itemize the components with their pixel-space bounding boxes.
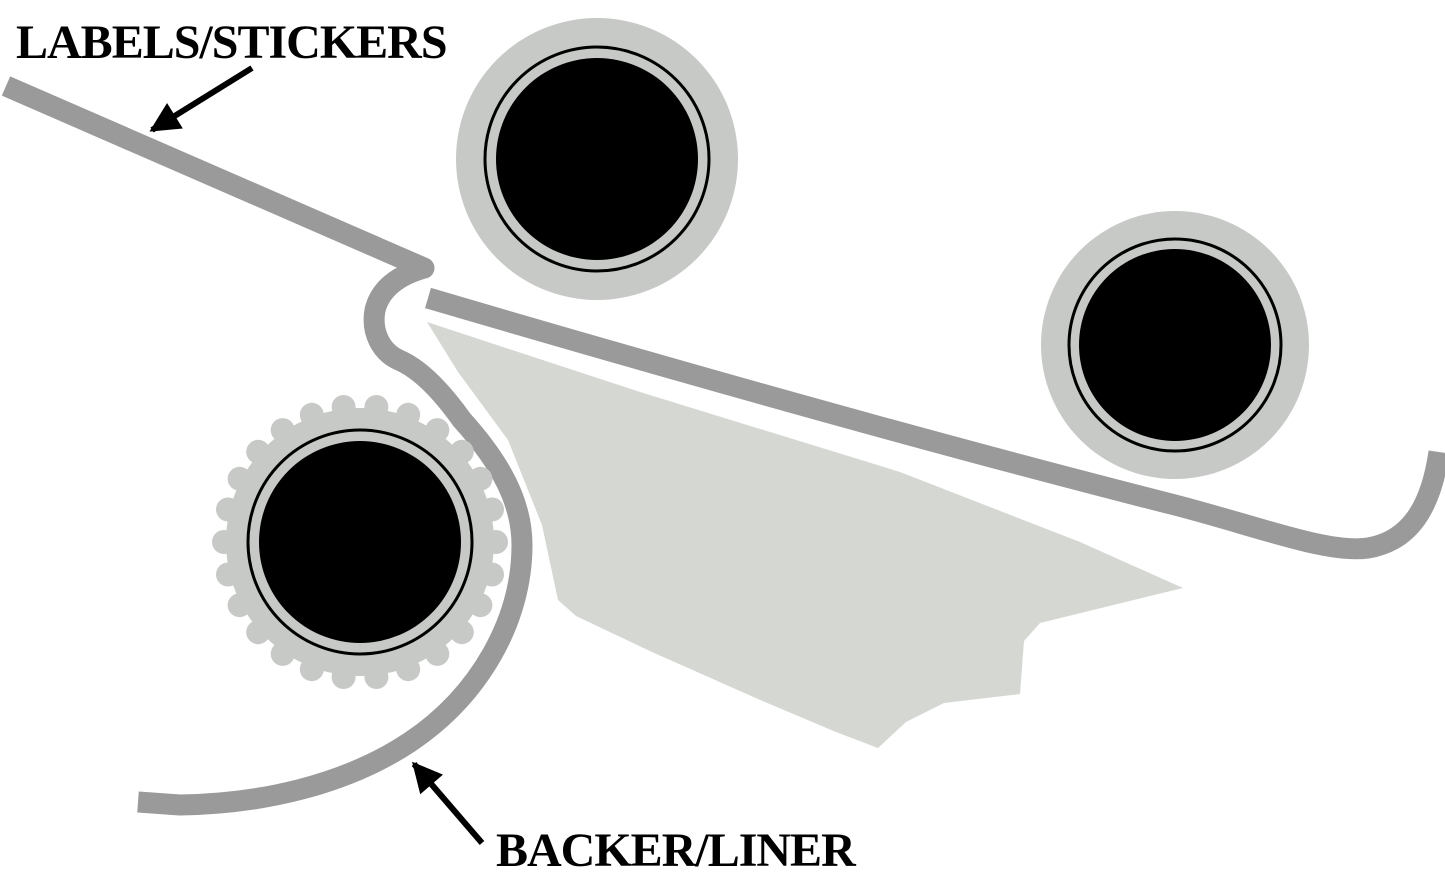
backer-liner-label: BACKER/LINER (496, 824, 857, 877)
labels-stickers-arrow-icon (149, 65, 254, 133)
top-roller-core (496, 58, 698, 260)
top-roller-ring (483, 45, 711, 273)
right-roller (1041, 211, 1309, 479)
labels-stickers-label: LABELS/STICKERS (16, 16, 447, 69)
top-roller (456, 18, 738, 300)
peeled-label-sheet (427, 322, 1183, 748)
right-roller-core (1079, 249, 1271, 441)
backer-liner-arrow-icon (411, 761, 485, 845)
backer-liner-strip (1, 76, 533, 816)
gear-roller-core (259, 441, 461, 643)
gear-roller-ring (246, 428, 474, 656)
label-web-strip (425, 287, 1445, 560)
right-roller-ring (1067, 237, 1283, 453)
gear-roller (212, 395, 508, 689)
